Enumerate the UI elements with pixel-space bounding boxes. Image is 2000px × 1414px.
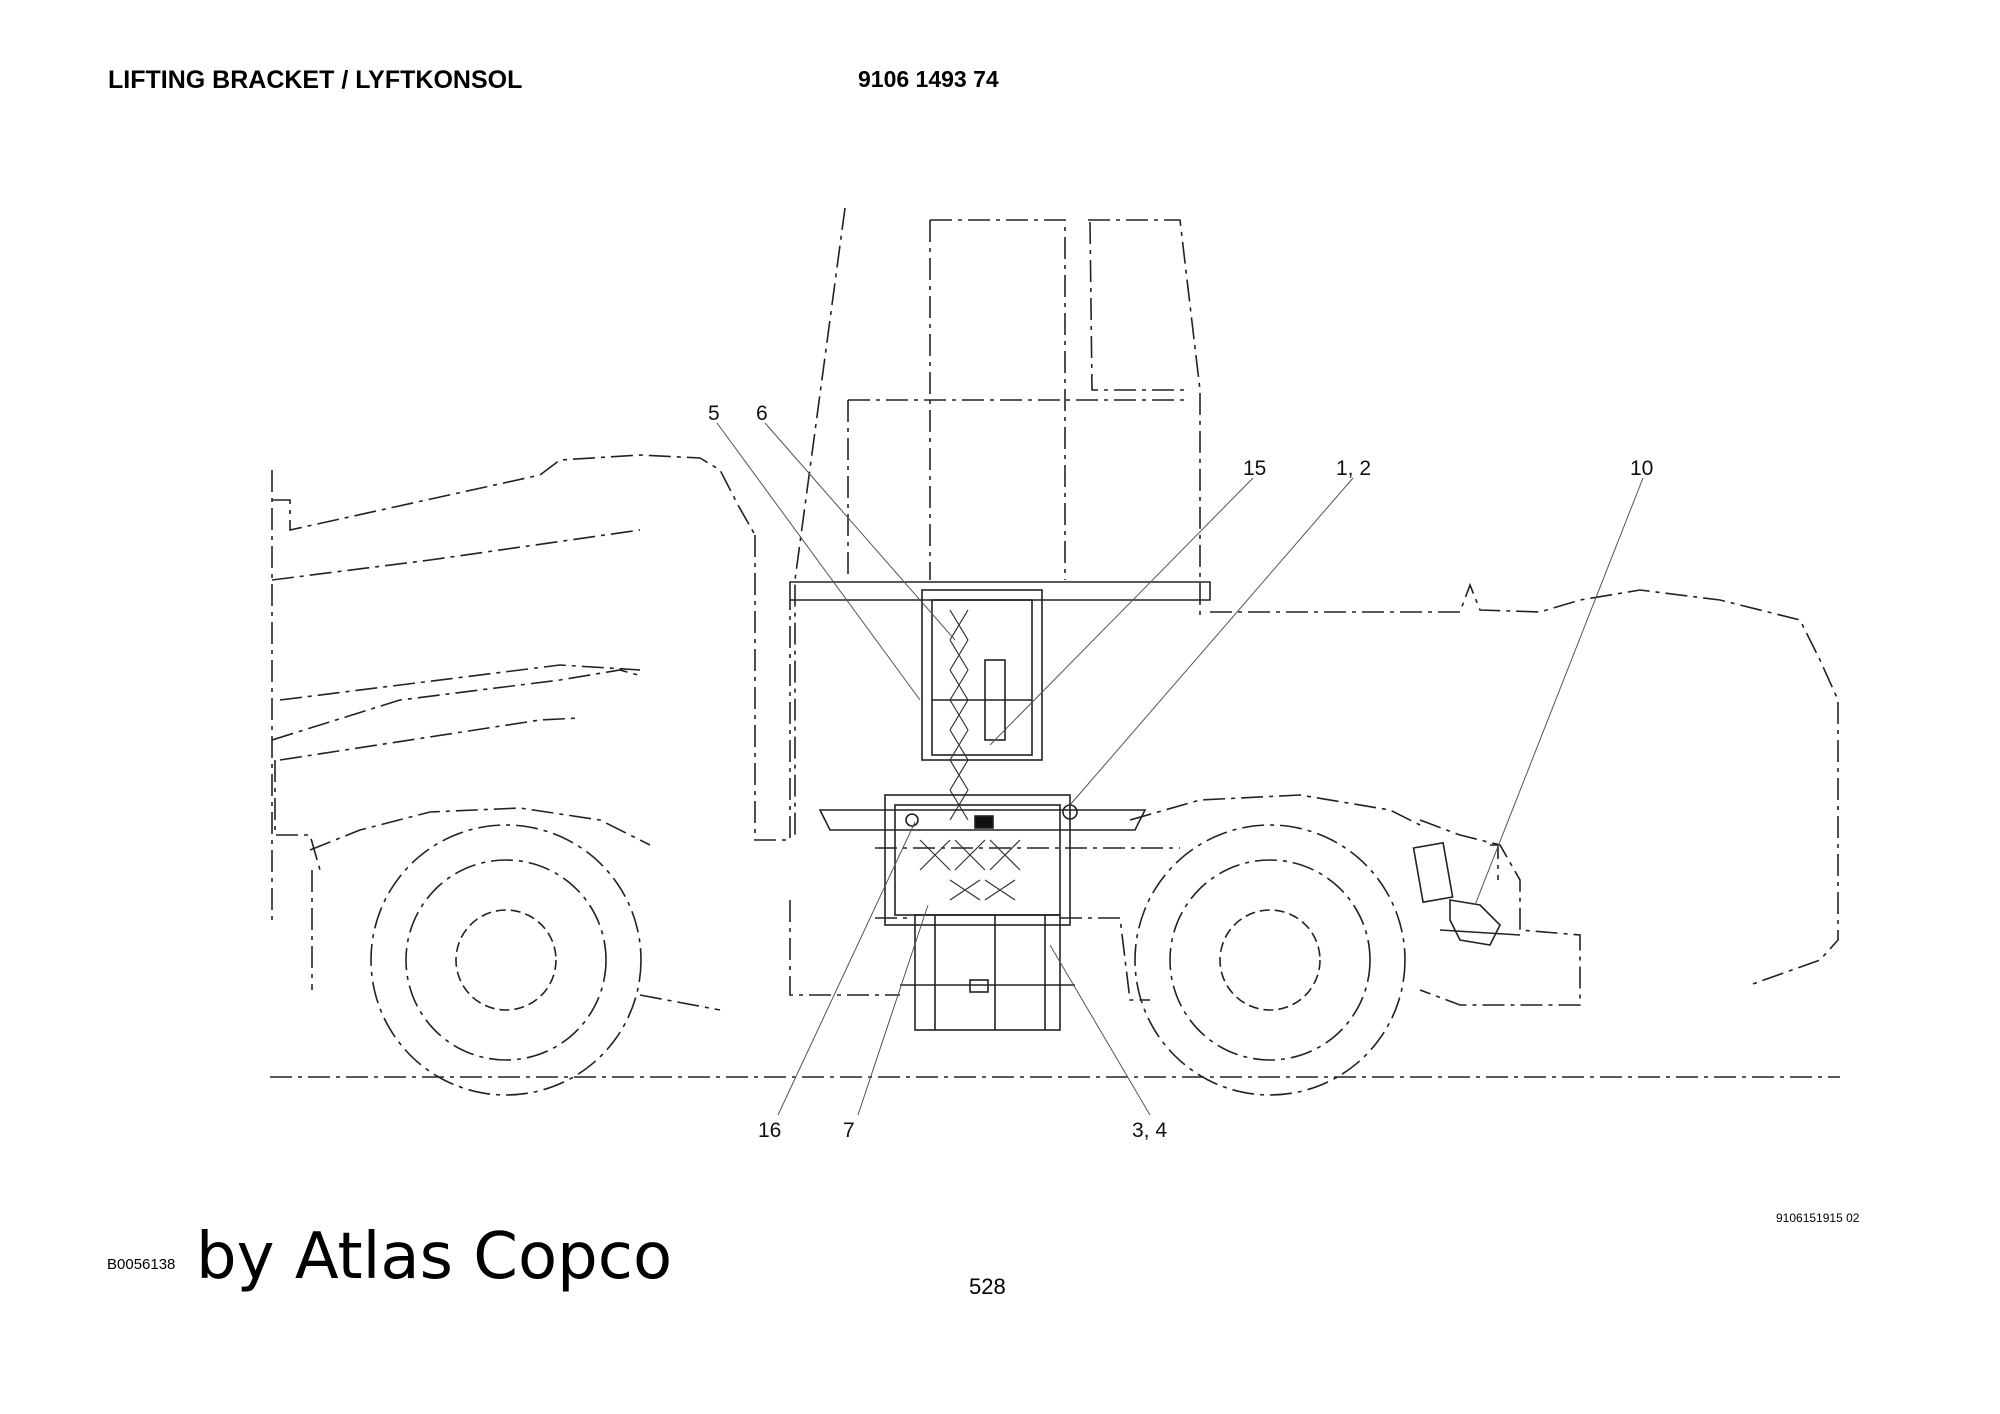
rear-body-outline (271, 454, 791, 990)
chassis-outline (639, 847, 1180, 1011)
callout-5: 5 (708, 402, 720, 425)
front-bracket-detail (1412, 841, 1521, 946)
callout-10: 10 (1630, 457, 1653, 480)
front-hood-outline (1210, 582, 1839, 1006)
callout-1-2: 1, 2 (1336, 457, 1371, 480)
callout-7: 7 (843, 1119, 855, 1142)
callout-6: 6 (756, 402, 768, 425)
page-title: LIFTING BRACKET / LYFTKONSOL (108, 66, 523, 94)
drawing-code: 9106151915 02 (1776, 1211, 1860, 1225)
leader-lines (716, 422, 1644, 1116)
front-wheel (1129, 794, 1421, 1096)
brand-text: by Atlas Copco (196, 1220, 673, 1294)
cab-outline (789, 207, 1211, 840)
rear-wheel (309, 807, 651, 1096)
page-number: 528 (969, 1274, 1006, 1299)
callout-3-4: 3, 4 (1132, 1119, 1167, 1142)
document-code: B0056138 (107, 1256, 176, 1273)
callout-15: 15 (1243, 457, 1266, 480)
part-number: 9106 1493 74 (858, 66, 999, 92)
callout-16: 16 (758, 1119, 781, 1142)
lifting-bracket-assembly (818, 589, 1147, 1031)
